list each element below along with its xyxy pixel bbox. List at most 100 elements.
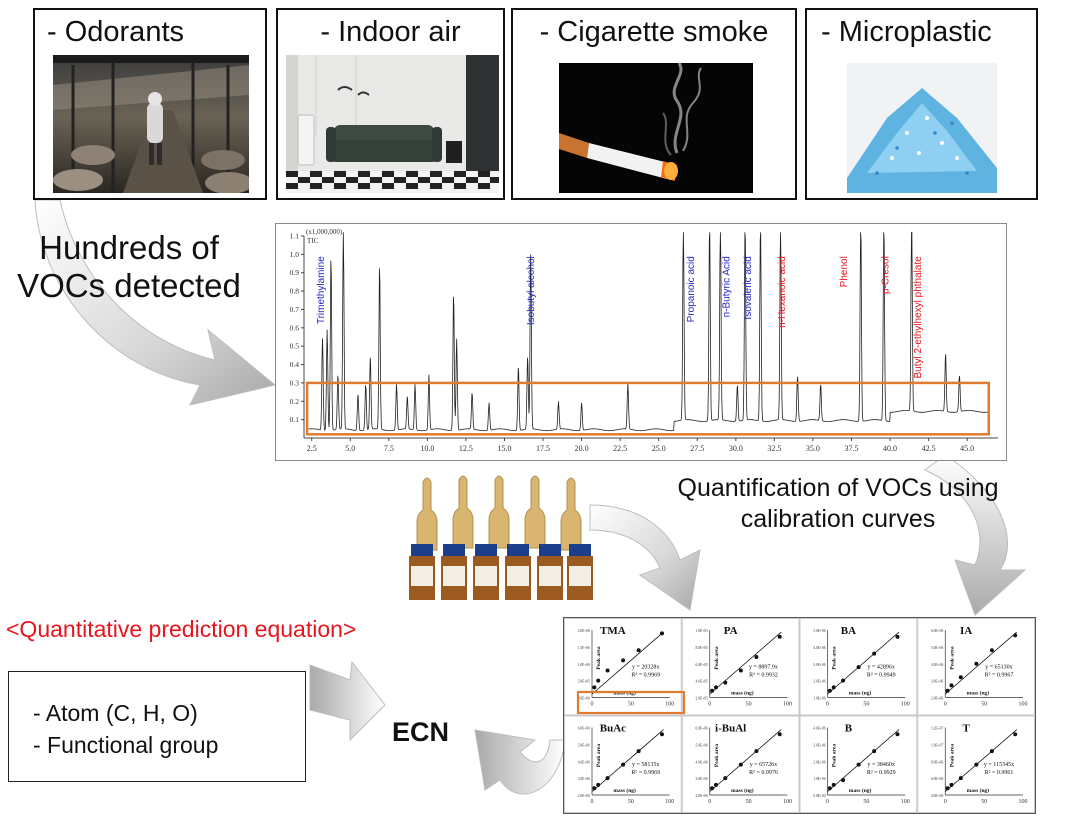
- calibration-x-tick-label: 50: [628, 702, 634, 708]
- calibration-point-2: [605, 776, 610, 781]
- calibration-point-5: [1013, 732, 1018, 737]
- calibration-highlight-box: [576, 690, 686, 715]
- calibration-point-0: [592, 786, 597, 791]
- calibration-panel-frame: [564, 715, 682, 813]
- calibration-y-label: Peak area: [832, 744, 838, 768]
- chrom-highlight-box: [305, 381, 990, 436]
- arrow-factors-to-ecn: [309, 660, 386, 742]
- calibration-point-0: [592, 685, 597, 690]
- chrom-annotation-3: n-Butyric Acid: [722, 256, 733, 317]
- calibration-y-tick-label: 1.0E+03: [695, 629, 708, 633]
- calibration-panel-title: IA: [960, 625, 972, 637]
- calibration-y-tick-label: 1.0E+07: [931, 743, 944, 747]
- calibration-y-tick-label: 2.0E+06: [695, 794, 708, 798]
- calibration-x-tick-label: 100: [1019, 799, 1028, 805]
- chrom-y-tick-label: 0.8: [290, 287, 300, 296]
- calibration-x-tick-label: 100: [901, 799, 910, 805]
- source-label-odorants: - Odorants: [47, 16, 184, 48]
- chrom-x-tick-label: 35.0: [806, 444, 820, 453]
- calibration-y-tick-label: 3.0E+06: [813, 743, 826, 747]
- calibration-y-tick-label: 1.2E+07: [931, 727, 944, 731]
- calibration-point-1: [831, 782, 836, 787]
- calibration-y-tick-label: 4.0E+06: [695, 760, 708, 764]
- calibration-y-tick-label: 5.0E+06: [578, 743, 591, 747]
- calibration-point-4: [754, 655, 759, 659]
- chrom-y-tick-label: 1.1: [290, 232, 300, 241]
- factor-functional-group: - Functional group: [33, 732, 219, 758]
- calibration-y-tick-label: 4.0E+06: [931, 663, 944, 667]
- calibration-x-label: mass (ng): [849, 690, 872, 697]
- calibration-panel-BuAc: BuAc6.0E+065.0E+064.0E+063.0E+062.0E+060…: [564, 715, 682, 813]
- chrom-annotation-7: p-Cresol: [881, 256, 892, 294]
- calibration-x-label: mass (ng): [967, 787, 990, 794]
- arrow-standards-to-curves: [589, 504, 701, 611]
- calibration-y-label: Peak area: [949, 646, 955, 670]
- calibration-point-4: [636, 749, 641, 754]
- calibration-panel-title: T: [962, 723, 970, 735]
- calibration-x-label: mass (ng): [849, 787, 872, 794]
- calibration-x-tick-label: 50: [863, 702, 869, 708]
- calibration-point-3: [856, 762, 861, 767]
- calibration-y-tick-label: 1.0E+06: [813, 697, 826, 701]
- chrom-x-tick-label: 17.5: [536, 444, 550, 453]
- calibration-point-3: [738, 762, 743, 767]
- calibration-x-tick-label: 100: [665, 702, 674, 708]
- chrom-x-tick-label: 12.5: [459, 444, 473, 453]
- chrom-x-tick-label: 40.0: [883, 444, 897, 453]
- calibration-point-5: [777, 732, 782, 737]
- calibration-x-label: mass (ng): [613, 787, 636, 794]
- calibration-r2: R² = 0.9961: [985, 770, 1014, 776]
- calibration-panel-title: PA: [724, 625, 738, 637]
- calibration-point-2: [723, 776, 728, 781]
- calibration-point-4: [989, 648, 994, 653]
- calibration-point-4: [636, 648, 641, 653]
- calibration-y-label: Peak area: [596, 744, 602, 768]
- calibration-point-2: [841, 678, 846, 683]
- calibration-point-1: [949, 683, 954, 688]
- calibration-y-label: Peak area: [832, 646, 838, 670]
- calibration-y-tick-label: 2.0E+06: [813, 680, 826, 684]
- calibration-point-3: [621, 658, 626, 663]
- calibration-point-1: [949, 782, 954, 787]
- calibration-equation: y = 58135x: [632, 762, 659, 768]
- calibration-point-1: [831, 685, 836, 690]
- calibration-equation: y = 38460x: [868, 762, 895, 768]
- chrom-y-tick-label: 0.5: [290, 342, 300, 351]
- chrom-annotation-8: Butyl 2-ethylhexyl phthalate: [913, 256, 924, 379]
- calibration-y-tick-label: 4.0E+05: [695, 680, 708, 684]
- calibration-point-0: [710, 688, 715, 693]
- calibration-point-0: [710, 786, 715, 791]
- chrom-x-tick-label: 25.0: [652, 444, 666, 453]
- chrom-x-tick-label: 7.5: [384, 444, 394, 453]
- calibration-r2: R² = 0.9949: [867, 673, 896, 679]
- calibration-y-tick-label: 6.0E+06: [931, 629, 944, 633]
- calibration-y-tick-label: 2.0E+05: [695, 697, 708, 701]
- calibration-y-tick-label: 3.0E+06: [578, 777, 591, 781]
- calibration-point-5: [1013, 633, 1018, 638]
- calibration-point-1: [713, 782, 718, 787]
- hundreds-line-1: Hundreds of: [39, 229, 219, 266]
- calibration-r2: R² = 0.9976: [749, 770, 778, 776]
- chrom-x-tick-label: 2.5: [307, 444, 317, 453]
- calibration-x-label: mass (ng): [967, 690, 990, 697]
- quantification-text: Quantification of VOCs using calibration…: [648, 473, 1028, 535]
- chrom-x-tick-label: 45.0: [960, 444, 974, 453]
- calibration-y-label: Peak area: [714, 744, 720, 768]
- calibration-y-tick-label: 5.0E+06: [813, 629, 826, 633]
- standards-vials-photo: [405, 470, 595, 605]
- calibration-panel-title: i-BuAl: [715, 723, 746, 735]
- calibration-equation: y = 65130x: [985, 665, 1012, 671]
- calibration-x-tick-label: 0: [708, 702, 711, 708]
- calibration-r2: R² = 0.9932: [749, 673, 778, 679]
- chrom-annotation-2: Propanoic acid: [686, 256, 697, 322]
- calibration-panel-title: BA: [841, 625, 856, 637]
- calibration-x-tick-label: 50: [981, 799, 987, 805]
- calibration-r2: R² = 0.9967: [985, 673, 1014, 679]
- livestock-barn-photo: [53, 55, 249, 193]
- calibration-point-2: [841, 778, 846, 783]
